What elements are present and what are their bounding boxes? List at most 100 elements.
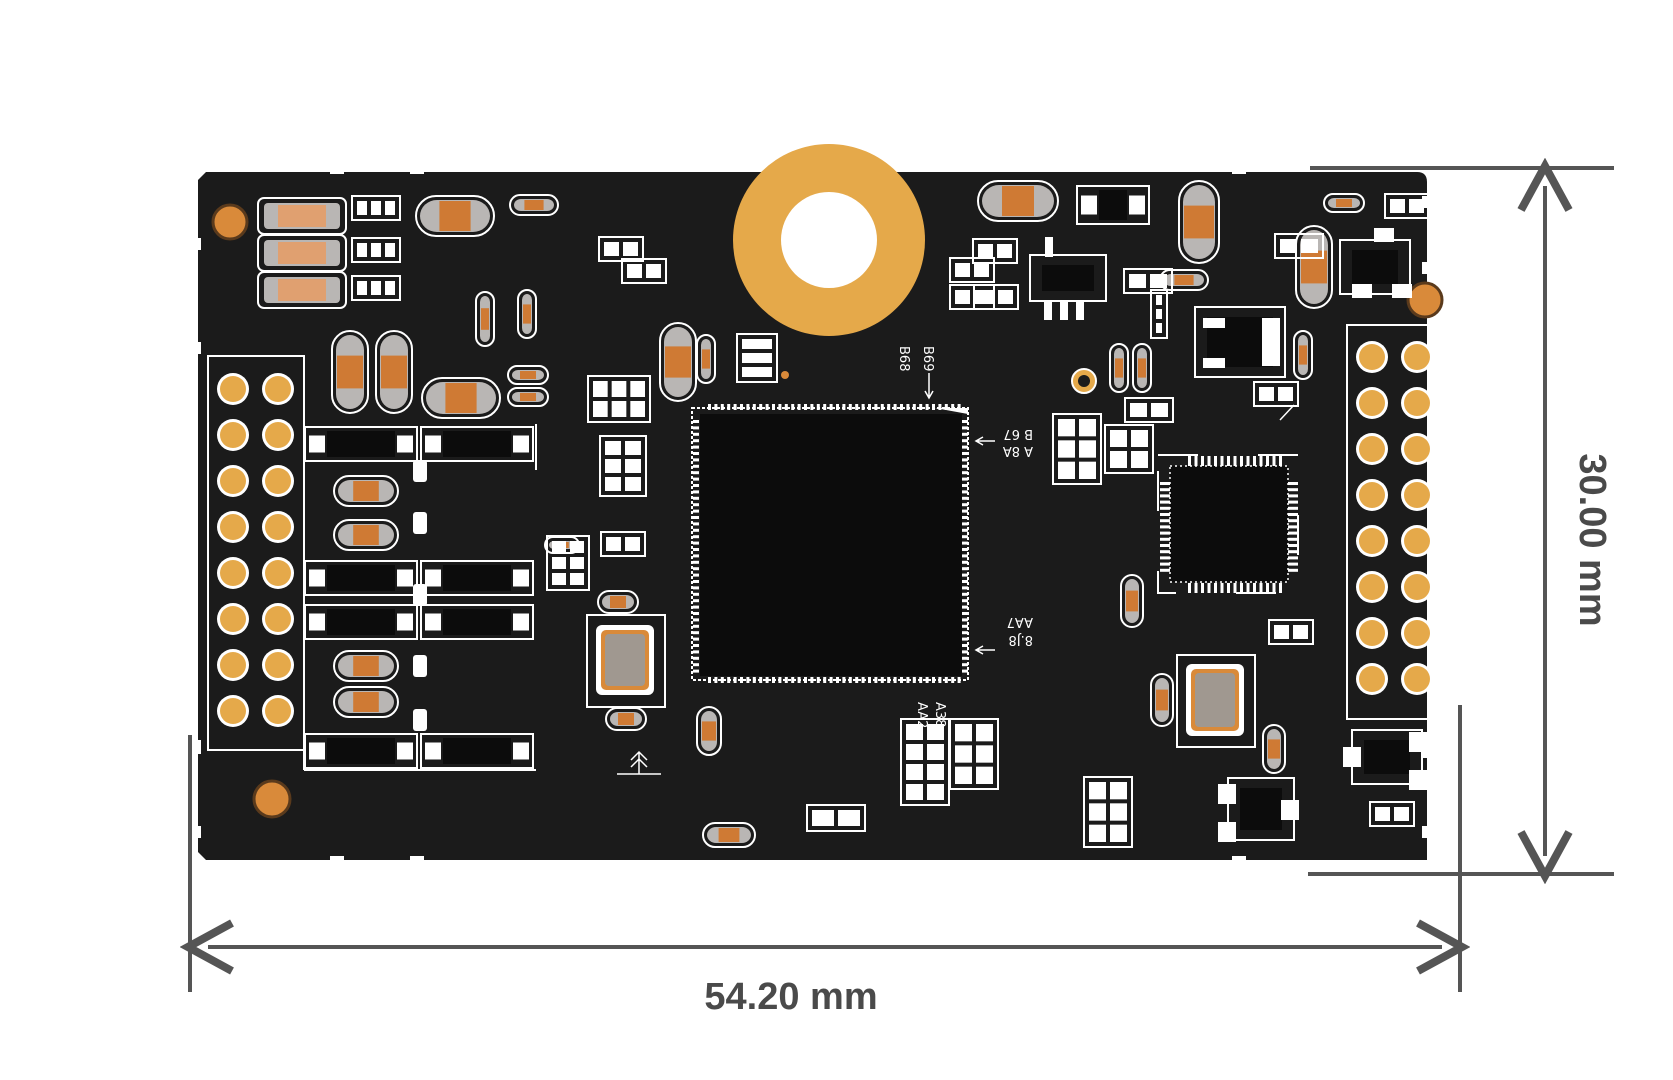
resistor-array	[1083, 776, 1133, 848]
height-dimension-label: 30.00 mm	[1571, 453, 1613, 626]
width-dimension: 54.20 mm	[190, 705, 1460, 1018]
smd-components	[257, 180, 1430, 848]
resistor-array	[351, 195, 401, 221]
capacitor	[1150, 673, 1174, 727]
diode	[304, 604, 418, 640]
capacitor	[1178, 180, 1220, 264]
capacitor	[696, 334, 716, 384]
capacitor	[333, 650, 399, 682]
diode	[304, 733, 418, 769]
mounting-hole	[1406, 281, 1444, 319]
resistor-array	[1369, 801, 1415, 827]
capacitor	[507, 387, 549, 407]
regulator-package	[1029, 254, 1107, 302]
resistor-array	[1268, 619, 1314, 645]
led	[257, 234, 347, 272]
main-processor-chip	[691, 407, 969, 681]
diode	[304, 426, 418, 462]
via-pad	[1078, 375, 1090, 387]
capacitor	[507, 365, 549, 385]
capacitor	[1120, 574, 1144, 628]
capacitor	[333, 686, 399, 718]
led	[257, 271, 347, 309]
silkscreen-labels: B69 B68 B 67 A 8A AA7 8.J8 A38 AA2	[617, 346, 1295, 775]
mounting-hole	[211, 203, 249, 241]
resistor-array	[1104, 424, 1154, 474]
crystal-oscillator-left	[586, 614, 666, 708]
resistor-array	[621, 258, 667, 284]
width-dimension-label: 54.20 mm	[704, 976, 877, 1018]
capacitor	[333, 519, 399, 551]
silk-label-a8a: A 8A	[1003, 443, 1033, 458]
diode	[1076, 185, 1150, 225]
silk-label-aa7: AA7	[1007, 614, 1033, 629]
resistor-array	[1150, 289, 1168, 339]
resistor-array	[1384, 193, 1430, 219]
capacitor	[375, 330, 413, 414]
resistor-array	[1253, 381, 1299, 407]
diode	[420, 560, 534, 596]
resistor-array	[351, 237, 401, 263]
led	[257, 197, 347, 235]
gold-ring-mount	[733, 144, 925, 336]
capacitor	[415, 195, 495, 237]
resistor-array	[599, 435, 647, 497]
pin-header-right	[1346, 324, 1442, 720]
resistor-array	[900, 718, 950, 806]
capacitor	[702, 822, 756, 848]
capacitor	[475, 291, 495, 347]
capacitor	[1109, 343, 1129, 393]
capacitor	[1295, 225, 1333, 309]
regulator-package	[1351, 729, 1423, 785]
diode	[420, 604, 534, 640]
diode	[420, 426, 534, 462]
capacitor	[977, 180, 1059, 222]
pin-header-left	[207, 355, 305, 751]
capacitor	[517, 289, 537, 339]
crystal-oscillator-right	[1176, 654, 1256, 748]
silk-label-b69: B69	[920, 346, 935, 371]
capacitor	[509, 194, 559, 216]
capacitor	[1323, 193, 1365, 213]
junction-pad	[413, 655, 427, 677]
resistor-array	[1123, 268, 1173, 294]
via-pad	[781, 371, 789, 379]
resistor-array	[949, 718, 999, 790]
silk-label-aa2: AA2	[914, 702, 929, 728]
capacitor	[696, 706, 722, 756]
resistor-array	[600, 531, 646, 557]
silk-label-8j8: 8.J8	[1008, 632, 1033, 647]
capacitor	[1293, 330, 1313, 380]
qfn-chip	[1157, 454, 1299, 594]
capacitor	[333, 475, 399, 507]
height-dimension: 30.00 mm	[1308, 168, 1614, 874]
resistor-array	[351, 275, 401, 301]
capacitor	[605, 707, 647, 731]
regulator-package	[1339, 239, 1411, 295]
resistor-array	[587, 375, 651, 423]
junction-pad	[413, 460, 427, 482]
junction-pad	[413, 709, 427, 731]
silk-label-b68: B68	[896, 346, 911, 371]
diode	[304, 560, 418, 596]
silk-label-a38: A38	[932, 702, 947, 727]
diode	[420, 733, 534, 769]
capacitor	[331, 330, 369, 414]
capacitor	[421, 377, 501, 419]
capacitor	[1159, 269, 1209, 291]
resistor-array	[1052, 413, 1102, 485]
resistor-array	[973, 284, 1019, 310]
capacitor	[1262, 724, 1286, 774]
resistor-array	[806, 804, 866, 832]
junction-pad	[413, 584, 427, 606]
mounting-hole	[252, 779, 292, 819]
capacitor	[597, 590, 639, 614]
resistor-array	[546, 535, 590, 591]
resistor-array	[1124, 397, 1174, 423]
resistor-array	[736, 333, 778, 383]
resistor-array	[1274, 233, 1324, 259]
capacitor	[659, 322, 697, 402]
resistor-array	[949, 257, 995, 283]
resistor-array	[972, 238, 1018, 264]
